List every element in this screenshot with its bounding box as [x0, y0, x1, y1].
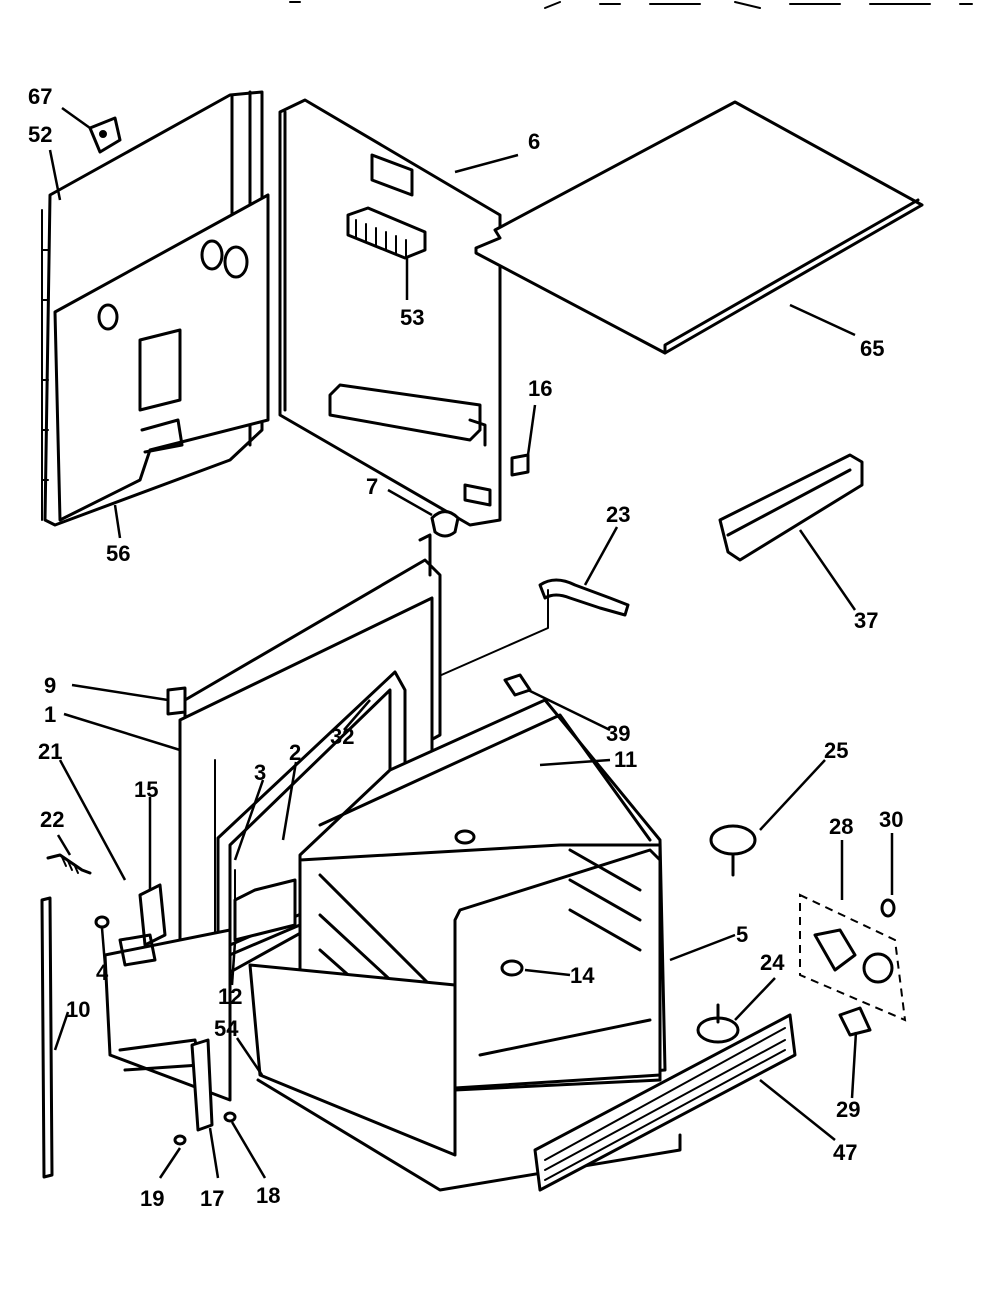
- part-side-panel-6: [278, 98, 502, 527]
- label-18: 18: [256, 1183, 280, 1208]
- part-back-panel-52: [41, 90, 270, 527]
- label-22: 22: [40, 807, 64, 832]
- label-32: 32: [330, 724, 354, 749]
- label-30: 30: [879, 807, 903, 832]
- label-16: 16: [528, 376, 552, 401]
- label-11: 11: [614, 747, 637, 772]
- label-25: 25: [824, 738, 848, 763]
- label-15: 15: [134, 777, 158, 802]
- label-3: 3: [254, 760, 266, 785]
- part-spacer-7: [430, 510, 460, 538]
- part-vent-duct-23: [429, 578, 630, 681]
- label-10: 10: [66, 997, 90, 1022]
- label-9: 9: [44, 673, 56, 698]
- part-rail-37: [718, 453, 864, 562]
- label-56: 56: [106, 541, 130, 566]
- part-washer-4: [94, 915, 110, 929]
- part-top-panel-65: [474, 100, 924, 355]
- label-39: 39: [606, 721, 630, 746]
- label-17: 17: [200, 1186, 224, 1211]
- label-24: 24: [760, 950, 785, 975]
- part-bracket-67: [88, 116, 122, 154]
- label-7: 7: [366, 474, 378, 499]
- label-54: 54: [214, 1016, 239, 1041]
- label-29: 29: [836, 1097, 860, 1122]
- part-bottom-grille-47: [533, 1013, 797, 1192]
- part-door-hinge-assembly: [103, 928, 237, 1146]
- part-burner-24: [696, 1003, 740, 1044]
- label-12: 12: [218, 984, 242, 1009]
- header-fragment: [289, 1, 973, 9]
- part-clip-16: [510, 453, 530, 477]
- label-2: 2: [289, 740, 301, 765]
- part-bracket-12: [233, 878, 297, 942]
- label-1: 1: [44, 702, 56, 727]
- part-lamp-assembly-28: [799, 893, 907, 1037]
- part-door-trim-10: [40, 896, 54, 1179]
- label-19: 19: [140, 1186, 164, 1211]
- part-knob-25: [709, 824, 757, 877]
- label-47: 47: [833, 1140, 857, 1165]
- label-67: 67: [28, 84, 52, 109]
- label-4: 4: [96, 960, 109, 985]
- label-28: 28: [829, 814, 853, 839]
- leader-lines: [48, 106, 894, 1179]
- label-65: 65: [860, 336, 884, 361]
- part-labels: 67 52 6 65 53 16 7 56 23 37 9 39 1 11 21…: [28, 84, 903, 1211]
- label-21: 21: [38, 739, 62, 764]
- label-5: 5: [736, 922, 748, 947]
- label-14: 14: [570, 963, 595, 988]
- part-socket-39: [503, 673, 532, 697]
- part-spring-22: [46, 853, 92, 875]
- label-37: 37: [854, 608, 878, 633]
- label-53: 53: [400, 305, 424, 330]
- label-52: 52: [28, 122, 52, 147]
- label-6: 6: [528, 129, 540, 154]
- label-23: 23: [606, 502, 630, 527]
- part-terminal-block-53: [346, 206, 427, 260]
- part-hinge-15: [118, 883, 167, 967]
